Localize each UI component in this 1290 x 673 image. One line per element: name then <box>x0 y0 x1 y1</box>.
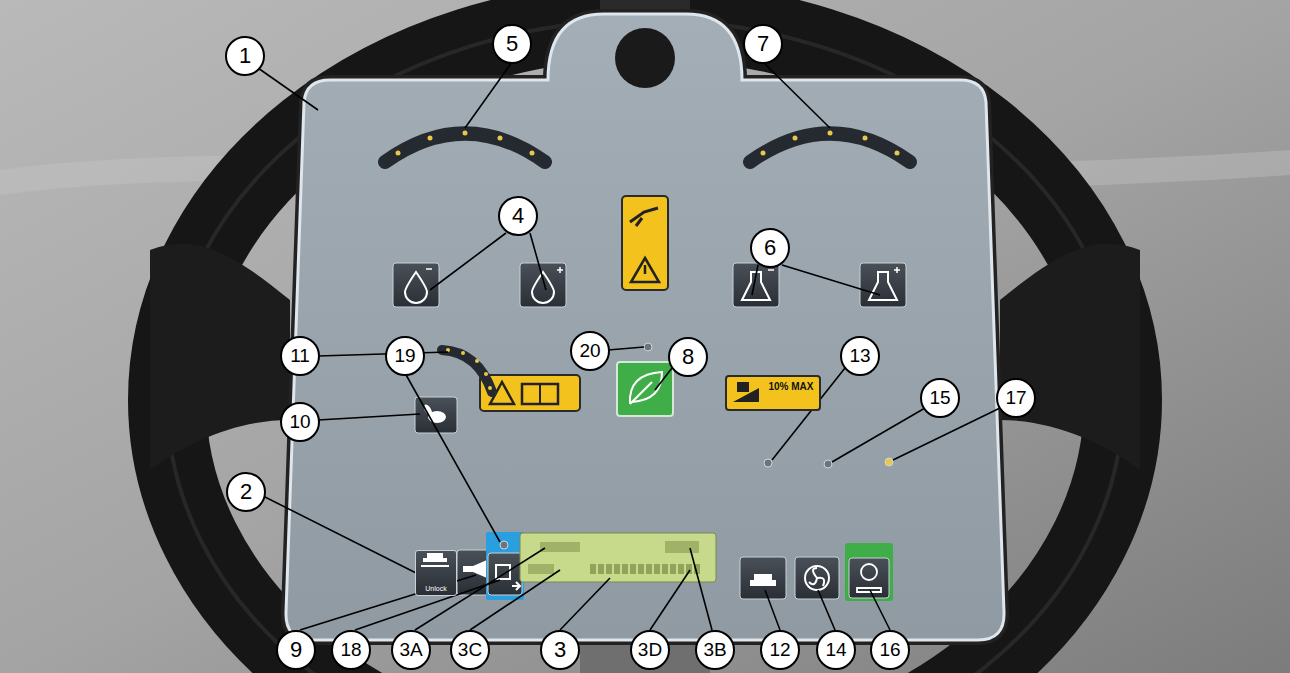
incline-icon <box>733 382 759 402</box>
unlock-button: Unlock <box>415 550 457 596</box>
brush-button <box>740 557 786 599</box>
key-switch-hole <box>615 28 675 88</box>
callout-number: 8 <box>668 337 708 377</box>
callout-number: 9 <box>276 630 316 670</box>
water-level-leds <box>396 131 535 156</box>
button-label: Unlock <box>416 585 456 593</box>
brush-icon <box>750 574 776 586</box>
callout-number: 2 <box>226 472 266 512</box>
water-level-arc <box>385 134 545 163</box>
led-indicator <box>644 343 652 351</box>
callout-number: 18 <box>331 630 371 670</box>
warning-sticker <box>622 196 668 290</box>
one-touch-button <box>849 558 889 598</box>
led-indicator <box>500 541 508 549</box>
speed-arc <box>442 350 492 392</box>
led-indicator <box>824 460 832 468</box>
one-touch-icon <box>857 564 881 592</box>
wheel-grip-right <box>1000 244 1140 470</box>
callout-number: 10 <box>280 402 320 442</box>
incline-sticker: 10% MAX <box>725 375 821 411</box>
detergent-buttons <box>733 263 906 307</box>
callout-number: 17 <box>996 378 1036 418</box>
callout-number: 4 <box>498 196 538 236</box>
callout-number: 5 <box>492 24 532 64</box>
callout-number: 3A <box>391 630 431 670</box>
vacuum-button <box>795 557 839 599</box>
callout-number: 12 <box>760 630 800 670</box>
lcd-blurred-text <box>528 541 699 574</box>
one-touch-panel <box>845 543 893 601</box>
blue-panel <box>486 532 524 600</box>
callout-number: 6 <box>750 228 790 268</box>
callout-number: 3D <box>630 630 670 670</box>
led-indicator <box>885 458 893 466</box>
callout-number: 7 <box>743 24 783 64</box>
callout-number: 15 <box>920 378 960 418</box>
sticker-text: 10% MAX <box>767 381 815 393</box>
callout-number: 19 <box>385 336 425 376</box>
callout-number: 16 <box>870 630 910 670</box>
led-indicator <box>764 459 772 467</box>
lcd-bar <box>590 564 700 574</box>
callout-number: 3B <box>695 630 735 670</box>
callout-number: 20 <box>570 331 610 371</box>
eco-button <box>617 362 673 416</box>
callout-number: 13 <box>840 336 880 376</box>
speed-leds <box>446 348 492 390</box>
callout-number: 1 <box>225 36 265 76</box>
callout-number: 3 <box>540 630 580 670</box>
panel-housing <box>286 14 1004 640</box>
callout-number: 11 <box>280 336 320 376</box>
unlock-icon <box>421 553 449 567</box>
detergent-level-arc <box>750 134 910 163</box>
control-panel <box>286 14 1004 640</box>
leader-lines <box>258 62 1000 630</box>
vacuum-icon <box>805 566 829 590</box>
callout-number: 14 <box>816 630 856 670</box>
callout-number: 3C <box>450 630 490 670</box>
wheel-grip-left <box>150 244 290 470</box>
detergent-level-leds <box>761 131 900 156</box>
